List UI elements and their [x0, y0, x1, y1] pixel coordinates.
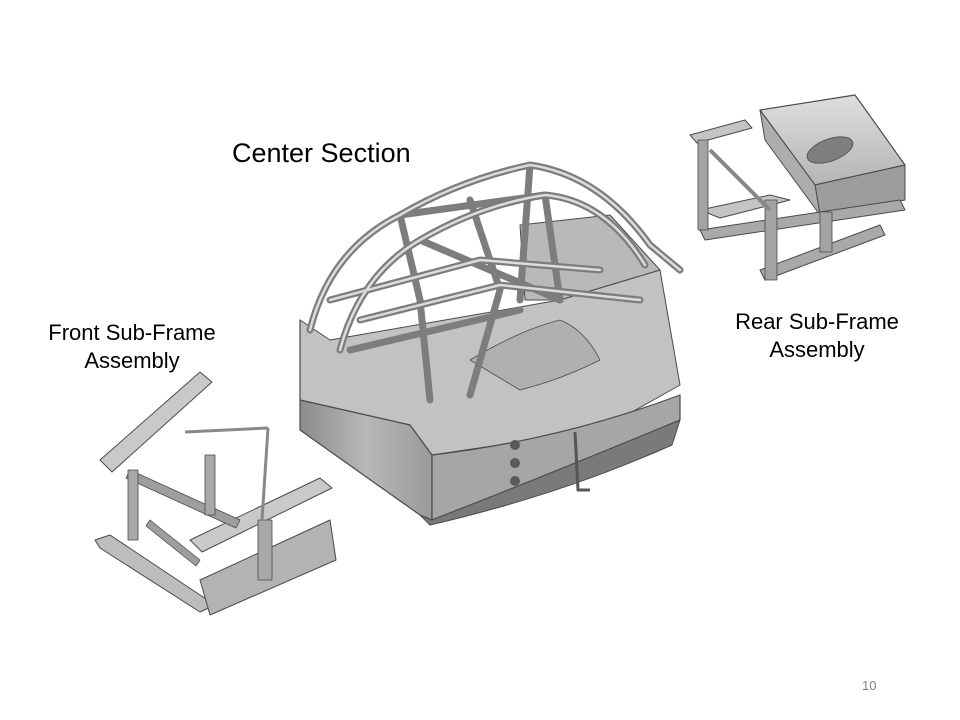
rear-sub-frame-drawing — [689, 94, 906, 281]
front-sub-frame-drawing — [94, 371, 337, 616]
front-sub-frame-label-line1: Front Sub-Frame — [48, 320, 216, 345]
front-sub-frame-label-line2: Assembly — [84, 348, 180, 373]
center-section-drawing — [299, 161, 684, 526]
page-number: 10 — [862, 678, 877, 693]
rear-sub-frame-label-line2: Assembly — [769, 337, 865, 362]
front-sub-frame-label: Front Sub-Frame Assembly — [40, 319, 224, 375]
rear-sub-frame-label-line1: Rear Sub-Frame — [735, 309, 899, 334]
center-section-label: Center Section — [232, 138, 411, 168]
rear-sub-frame-label: Rear Sub-Frame Assembly — [728, 308, 906, 364]
